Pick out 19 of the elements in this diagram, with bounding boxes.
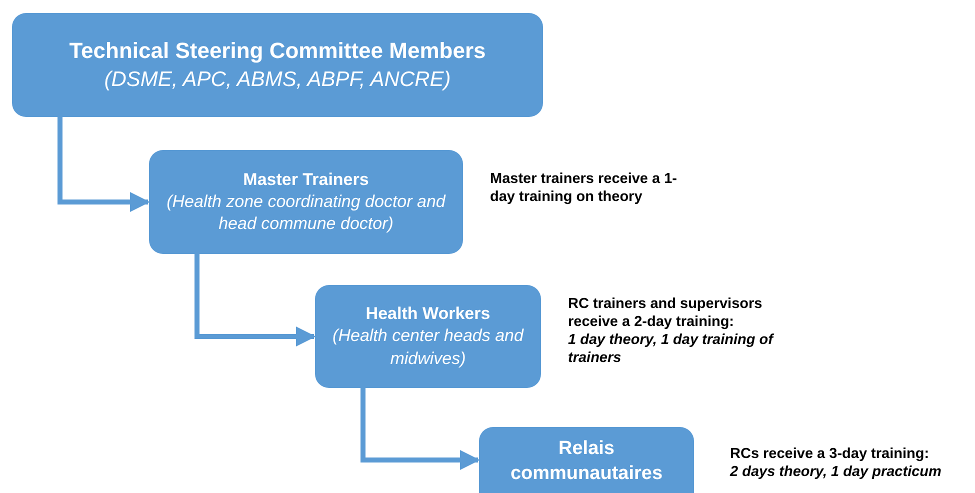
- elbow-arrow: [194, 254, 316, 346]
- training-detail: 1 day theory, 1 day training of trainers: [568, 331, 776, 367]
- box-subtitle: (Health zone coordinating doctor and head commune doctor): [166, 190, 447, 236]
- training-note: RC trainers and supervisors receive a 2-day training:: [568, 295, 764, 331]
- training-note: Master trainers receive a 1-day training on theory: [490, 170, 678, 206]
- elbow-arrow: [360, 388, 480, 470]
- box-title: Technical Steering Committee Members: [69, 37, 486, 66]
- process-box: [149, 150, 463, 254]
- box-title: Relais communautaires: [509, 437, 664, 486]
- process-box: [12, 13, 543, 117]
- box-title: Health Workers: [366, 303, 490, 326]
- process-box: [315, 285, 541, 388]
- elbow-arrow: [58, 117, 150, 212]
- box-subtitle: (DSME, APC, ABMS, ABPF, ANCRE): [104, 66, 451, 93]
- process-box: [479, 427, 694, 493]
- training-detail: 2 days theory, 1 day practicum: [730, 463, 942, 481]
- box-title: Master Trainers: [243, 168, 369, 191]
- training-note: RCs receive a 3-day training:: [730, 445, 930, 463]
- box-subtitle: (Health center heads and midwives): [332, 325, 525, 370]
